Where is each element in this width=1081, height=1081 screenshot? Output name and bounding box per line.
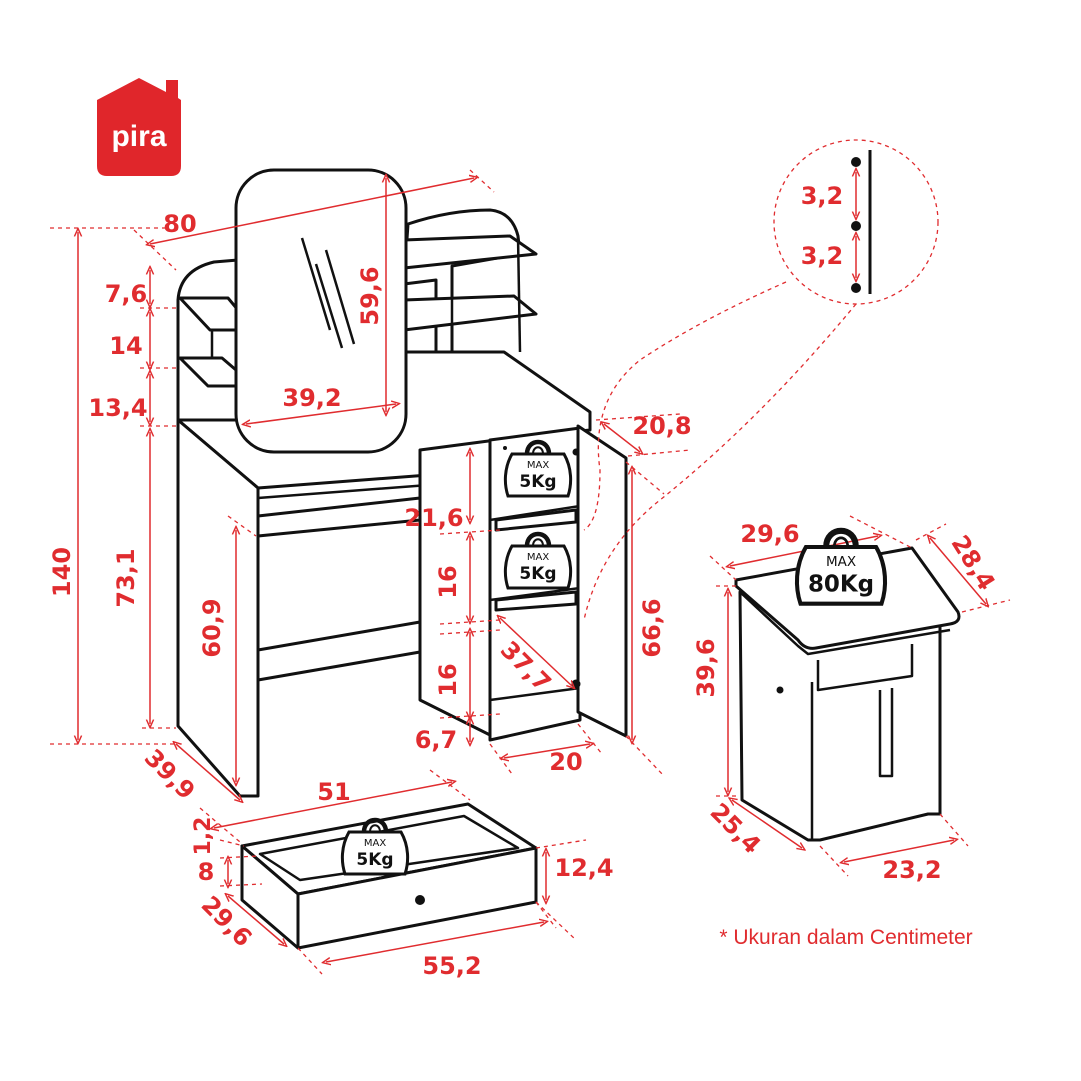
label-stool-leg-width: 23,2 xyxy=(882,856,941,884)
label-cab-shelf-3: 16 xyxy=(434,663,462,696)
weight-max-label: MAX xyxy=(364,838,386,849)
label-stool-height: 39,6 xyxy=(692,638,720,697)
weight-stool-value: 80Kg xyxy=(808,572,874,598)
weight-shelf-top-value: 5Kg xyxy=(519,472,556,492)
weight-icon-drawer: MAX 5Kg xyxy=(342,820,407,874)
weight-max-label: MAX xyxy=(527,460,549,471)
label-stool-depth: 28,4 xyxy=(946,530,1001,595)
label-drawer-front-width: 55,2 xyxy=(422,952,481,980)
label-cabinet-depth: 20,8 xyxy=(632,412,691,440)
weight-max-label: MAX xyxy=(527,552,549,563)
brand-logo: pira xyxy=(97,78,181,176)
label-cab-shelf-1: 21,6 xyxy=(404,504,463,532)
label-table-depth: 39,9 xyxy=(139,744,201,806)
vanity-table xyxy=(176,168,628,798)
label-shelf-1: 7,6 xyxy=(105,280,148,308)
brand-logo-text: pira xyxy=(111,120,166,153)
weight-icon-stool: MAX 80Kg xyxy=(797,531,885,604)
label-total-height: 140 xyxy=(48,547,76,597)
label-hole-spacing-2: 3,2 xyxy=(801,242,844,270)
label-stool-width: 29,6 xyxy=(740,520,799,548)
dimension-labels: 80 140 73,1 7,6 14 13,4 59,6 39,2 20,8 6… xyxy=(48,182,1001,980)
label-cab-shelf-2: 16 xyxy=(434,565,462,598)
label-hole-spacing-1: 3,2 xyxy=(801,182,844,210)
weight-icon-shelf-middle: MAX 5Kg xyxy=(505,534,570,588)
label-cab-width: 20 xyxy=(549,748,582,776)
label-table-width: 80 xyxy=(163,210,196,238)
label-drawer-inner-width: 51 xyxy=(317,778,350,806)
label-shelf-2: 14 xyxy=(109,332,142,360)
label-table-height: 73,1 xyxy=(112,548,140,607)
hole-detail-callout xyxy=(583,139,939,621)
weight-shelf-middle-value: 5Kg xyxy=(519,564,556,584)
weight-max-label: MAX xyxy=(826,554,856,570)
label-cab-base: 6,7 xyxy=(415,726,458,754)
label-knee-height: 60,9 xyxy=(198,598,226,657)
label-drawer-thickness: 1,2 xyxy=(191,817,216,856)
label-drawer-front-height: 12,4 xyxy=(554,854,613,882)
label-mirror-width: 39,2 xyxy=(282,384,341,412)
label-mirror-height: 59,6 xyxy=(356,266,384,325)
weight-icon-shelf-top: MAX 5Kg xyxy=(505,442,570,496)
stool xyxy=(734,546,961,842)
label-shelf-3: 13,4 xyxy=(88,394,147,422)
weight-drawer-value: 5Kg xyxy=(356,850,393,870)
drawer xyxy=(240,802,538,950)
label-drawer-inner-height: 8 xyxy=(198,858,215,886)
label-cabinet-height: 66,6 xyxy=(638,598,666,657)
footnote: * Ukuran dalam Centimeter xyxy=(719,926,972,949)
